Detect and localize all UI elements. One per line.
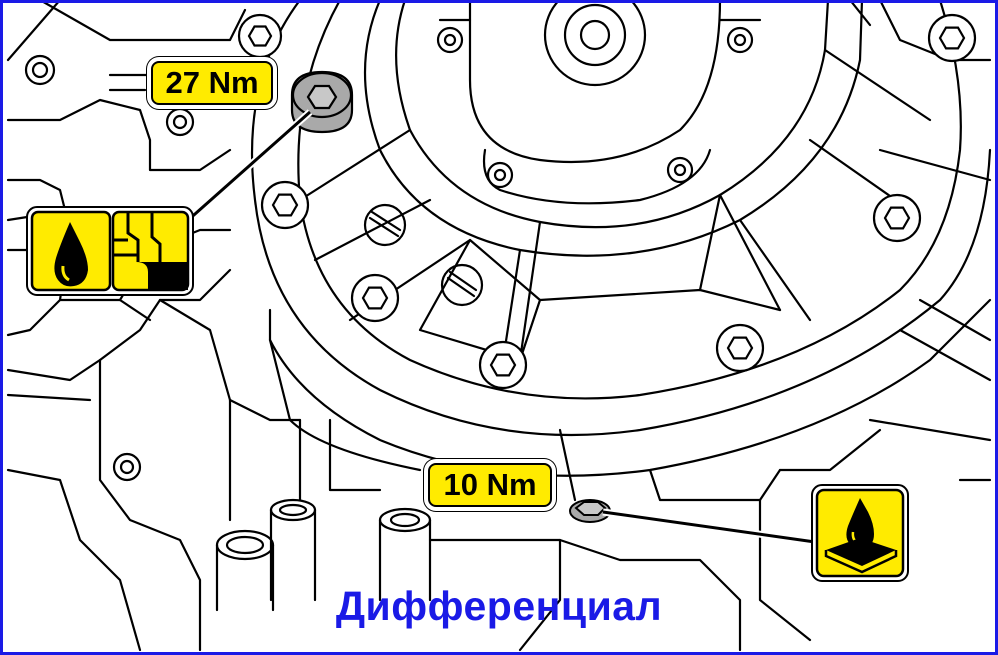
oil-drain-icon	[811, 484, 909, 582]
hex-bolts	[237, 13, 977, 390]
oil-fill-level-icon	[26, 206, 194, 296]
fill-plug	[290, 70, 354, 134]
leader-lines	[183, 109, 816, 546]
drain-plug	[569, 499, 611, 523]
torque-label-fill-plug: 27 Nm	[151, 61, 273, 105]
diagram-caption: Дифференциал	[335, 583, 663, 629]
torque-label-drain-plug: 10 Nm	[428, 463, 552, 507]
